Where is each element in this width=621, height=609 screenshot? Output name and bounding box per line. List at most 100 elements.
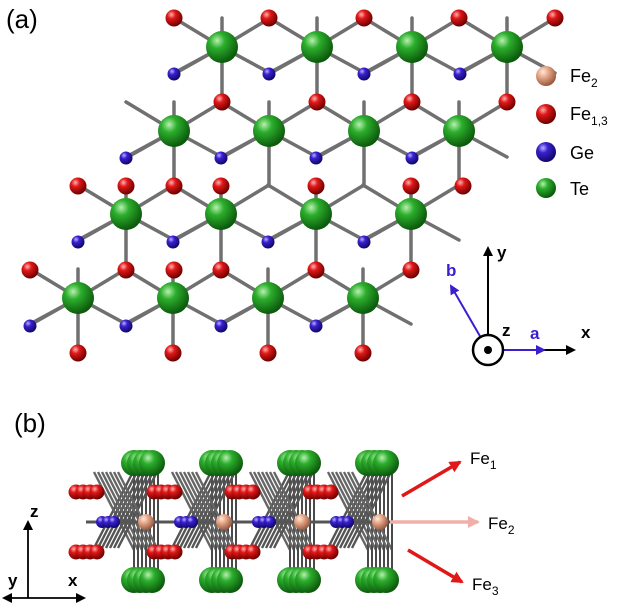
svg-text:Fe1,3: Fe1,3 [570,104,608,128]
fe13-atom [69,177,87,195]
fe13-atom [117,261,135,279]
svg-text:Fe3: Fe3 [472,575,499,598]
te-atom [373,450,399,476]
fe13-atom [454,177,472,195]
fe3-arrow-sub: 3 [492,584,499,598]
te-atom [158,115,190,147]
fe2-atom [372,514,388,530]
bond [174,471,218,551]
legend-fe13-sub: 1,3 [591,114,608,128]
te-atom [300,198,332,230]
fe1-moment-arrow [401,460,462,498]
te-atom [157,282,189,314]
svg-text:Fe2: Fe2 [570,66,598,90]
fe13-atom [165,261,183,279]
ge-atom [119,151,133,165]
te-atom [217,450,243,476]
te-atom [252,282,284,314]
fe1-atom [245,484,261,500]
fe13-atom [450,9,468,27]
bond [186,471,230,551]
te-atom [348,115,380,147]
ge-atom [214,319,228,333]
bond [264,471,308,551]
te-atom [139,567,165,593]
te-atom [253,115,285,147]
fe1-arrow-label: Fe [470,449,490,468]
fe13-atom [259,344,277,362]
fe13-atom [402,261,420,279]
te-atom [491,31,523,63]
legend-item-fe2: Fe2 [536,66,598,90]
legend-te-label: Te [570,179,589,199]
te-atom [206,31,238,63]
fe13-atom [21,261,39,279]
fe13-atom [354,344,372,362]
ge-atom [23,319,37,333]
legend-item-te: Te [536,178,589,199]
fe13-atom [213,93,231,111]
fe1-arrow-sub: 1 [490,458,497,472]
axis-b-x-label: x [68,571,78,590]
ge-atom [405,151,419,165]
fe3-moment-arrow [407,548,464,584]
bond [112,471,156,551]
ge-atom [309,319,323,333]
bond [346,471,390,551]
fe13-atom [307,261,325,279]
bond [248,471,292,551]
ge-atom [167,67,181,81]
panel-a-bonds [28,16,557,355]
te-atom [396,31,428,63]
ge-atom [119,319,133,333]
legend-fe13-label: Fe [570,104,591,124]
axis-a-x-label: x [581,323,591,342]
bond [330,471,374,551]
fe2-arrow-sub: 2 [508,523,515,537]
ge-atom [214,151,228,165]
ge-atom [264,516,276,528]
ge-atom-icon [536,142,556,162]
axis-b-y-label: y [8,571,18,590]
fe1-atom [323,484,339,500]
bond [96,471,140,551]
ge-atom [186,516,198,528]
te-atom [373,567,399,593]
panel-a-label: (a) [6,4,38,34]
ge-atom [261,235,275,249]
panel-b-moment-arrows: Fe1 Fe2 Fe3 [390,449,515,598]
fe13-atom [69,344,87,362]
ge-atom [342,516,354,528]
bond [268,471,312,551]
ge-atom [453,67,467,81]
te-atom [217,567,243,593]
fe13-atom [546,9,564,27]
axis-b-z-label: z [30,502,39,521]
bond [256,471,300,551]
ge-atom [357,235,371,249]
fe3-atom [323,544,339,560]
legend-ge-label: Ge [570,143,594,163]
fe1-atom [89,484,105,500]
te-atom [443,115,475,147]
panel-b-atoms [68,450,399,593]
fe2-atom [138,514,154,530]
bond [194,471,238,551]
bond [170,471,214,551]
fe13-atom [402,177,420,195]
fe2-atom [216,514,232,530]
fe13-atom [307,177,325,195]
fe3-atom [89,544,105,560]
te-atom-icon [536,178,556,198]
fe13-atom [117,177,135,195]
fe13-atom [403,93,421,111]
te-atom [395,198,427,230]
bond [272,471,316,551]
legend-fe2-sub: 2 [591,76,598,90]
te-atom [301,31,333,63]
fe13-atom [164,344,182,362]
bond [182,471,226,551]
te-atom [347,282,379,314]
te-atom [205,198,237,230]
